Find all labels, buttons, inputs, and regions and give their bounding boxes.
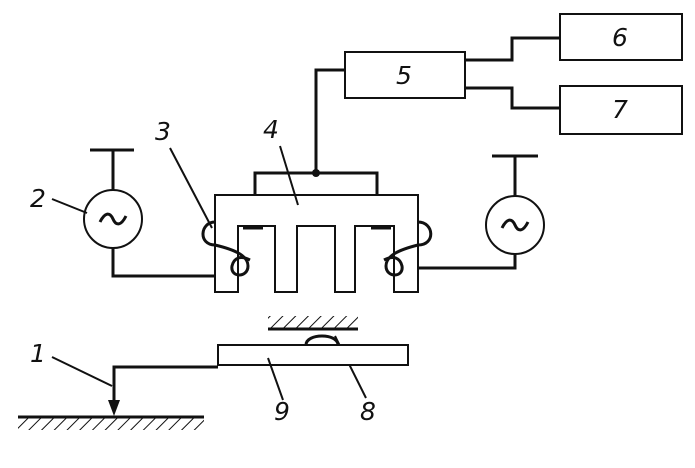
label-8: 8 [360, 397, 376, 426]
leader-1 [51, 356, 113, 387]
coil-right [383, 220, 433, 277]
leader-2 [51, 198, 88, 214]
contact-bump [304, 334, 340, 346]
label-4: 4 [263, 115, 279, 144]
gen-left-wire [111, 248, 215, 278]
leader-9 [267, 357, 284, 401]
transducer-body [214, 194, 419, 293]
wire-5-to-bus [314, 68, 345, 173]
label-3: 3 [155, 117, 171, 146]
block-5 [344, 51, 466, 99]
leader-4 [279, 145, 299, 206]
coil-left [201, 220, 251, 277]
gen-right-wire [418, 254, 517, 270]
probe-arrow-icon [108, 400, 120, 416]
label-9: 9 [274, 397, 290, 426]
probe-wire [112, 365, 218, 408]
block-7 [559, 85, 683, 135]
ground-hatching [18, 418, 204, 430]
label-1: 1 [30, 339, 46, 368]
wire-5-to-6 [465, 36, 560, 62]
label-6: 6 [612, 23, 628, 52]
block-6 [559, 13, 683, 61]
label-7: 7 [612, 95, 628, 124]
test-plate [217, 344, 409, 366]
leader-3 [169, 147, 213, 229]
ac-source-icon [98, 212, 128, 226]
label-2: 2 [30, 184, 46, 213]
support-hatching [268, 316, 358, 328]
wire-5-to-7 [465, 86, 560, 110]
label-5: 5 [396, 61, 412, 90]
ac-source-icon [500, 218, 530, 232]
